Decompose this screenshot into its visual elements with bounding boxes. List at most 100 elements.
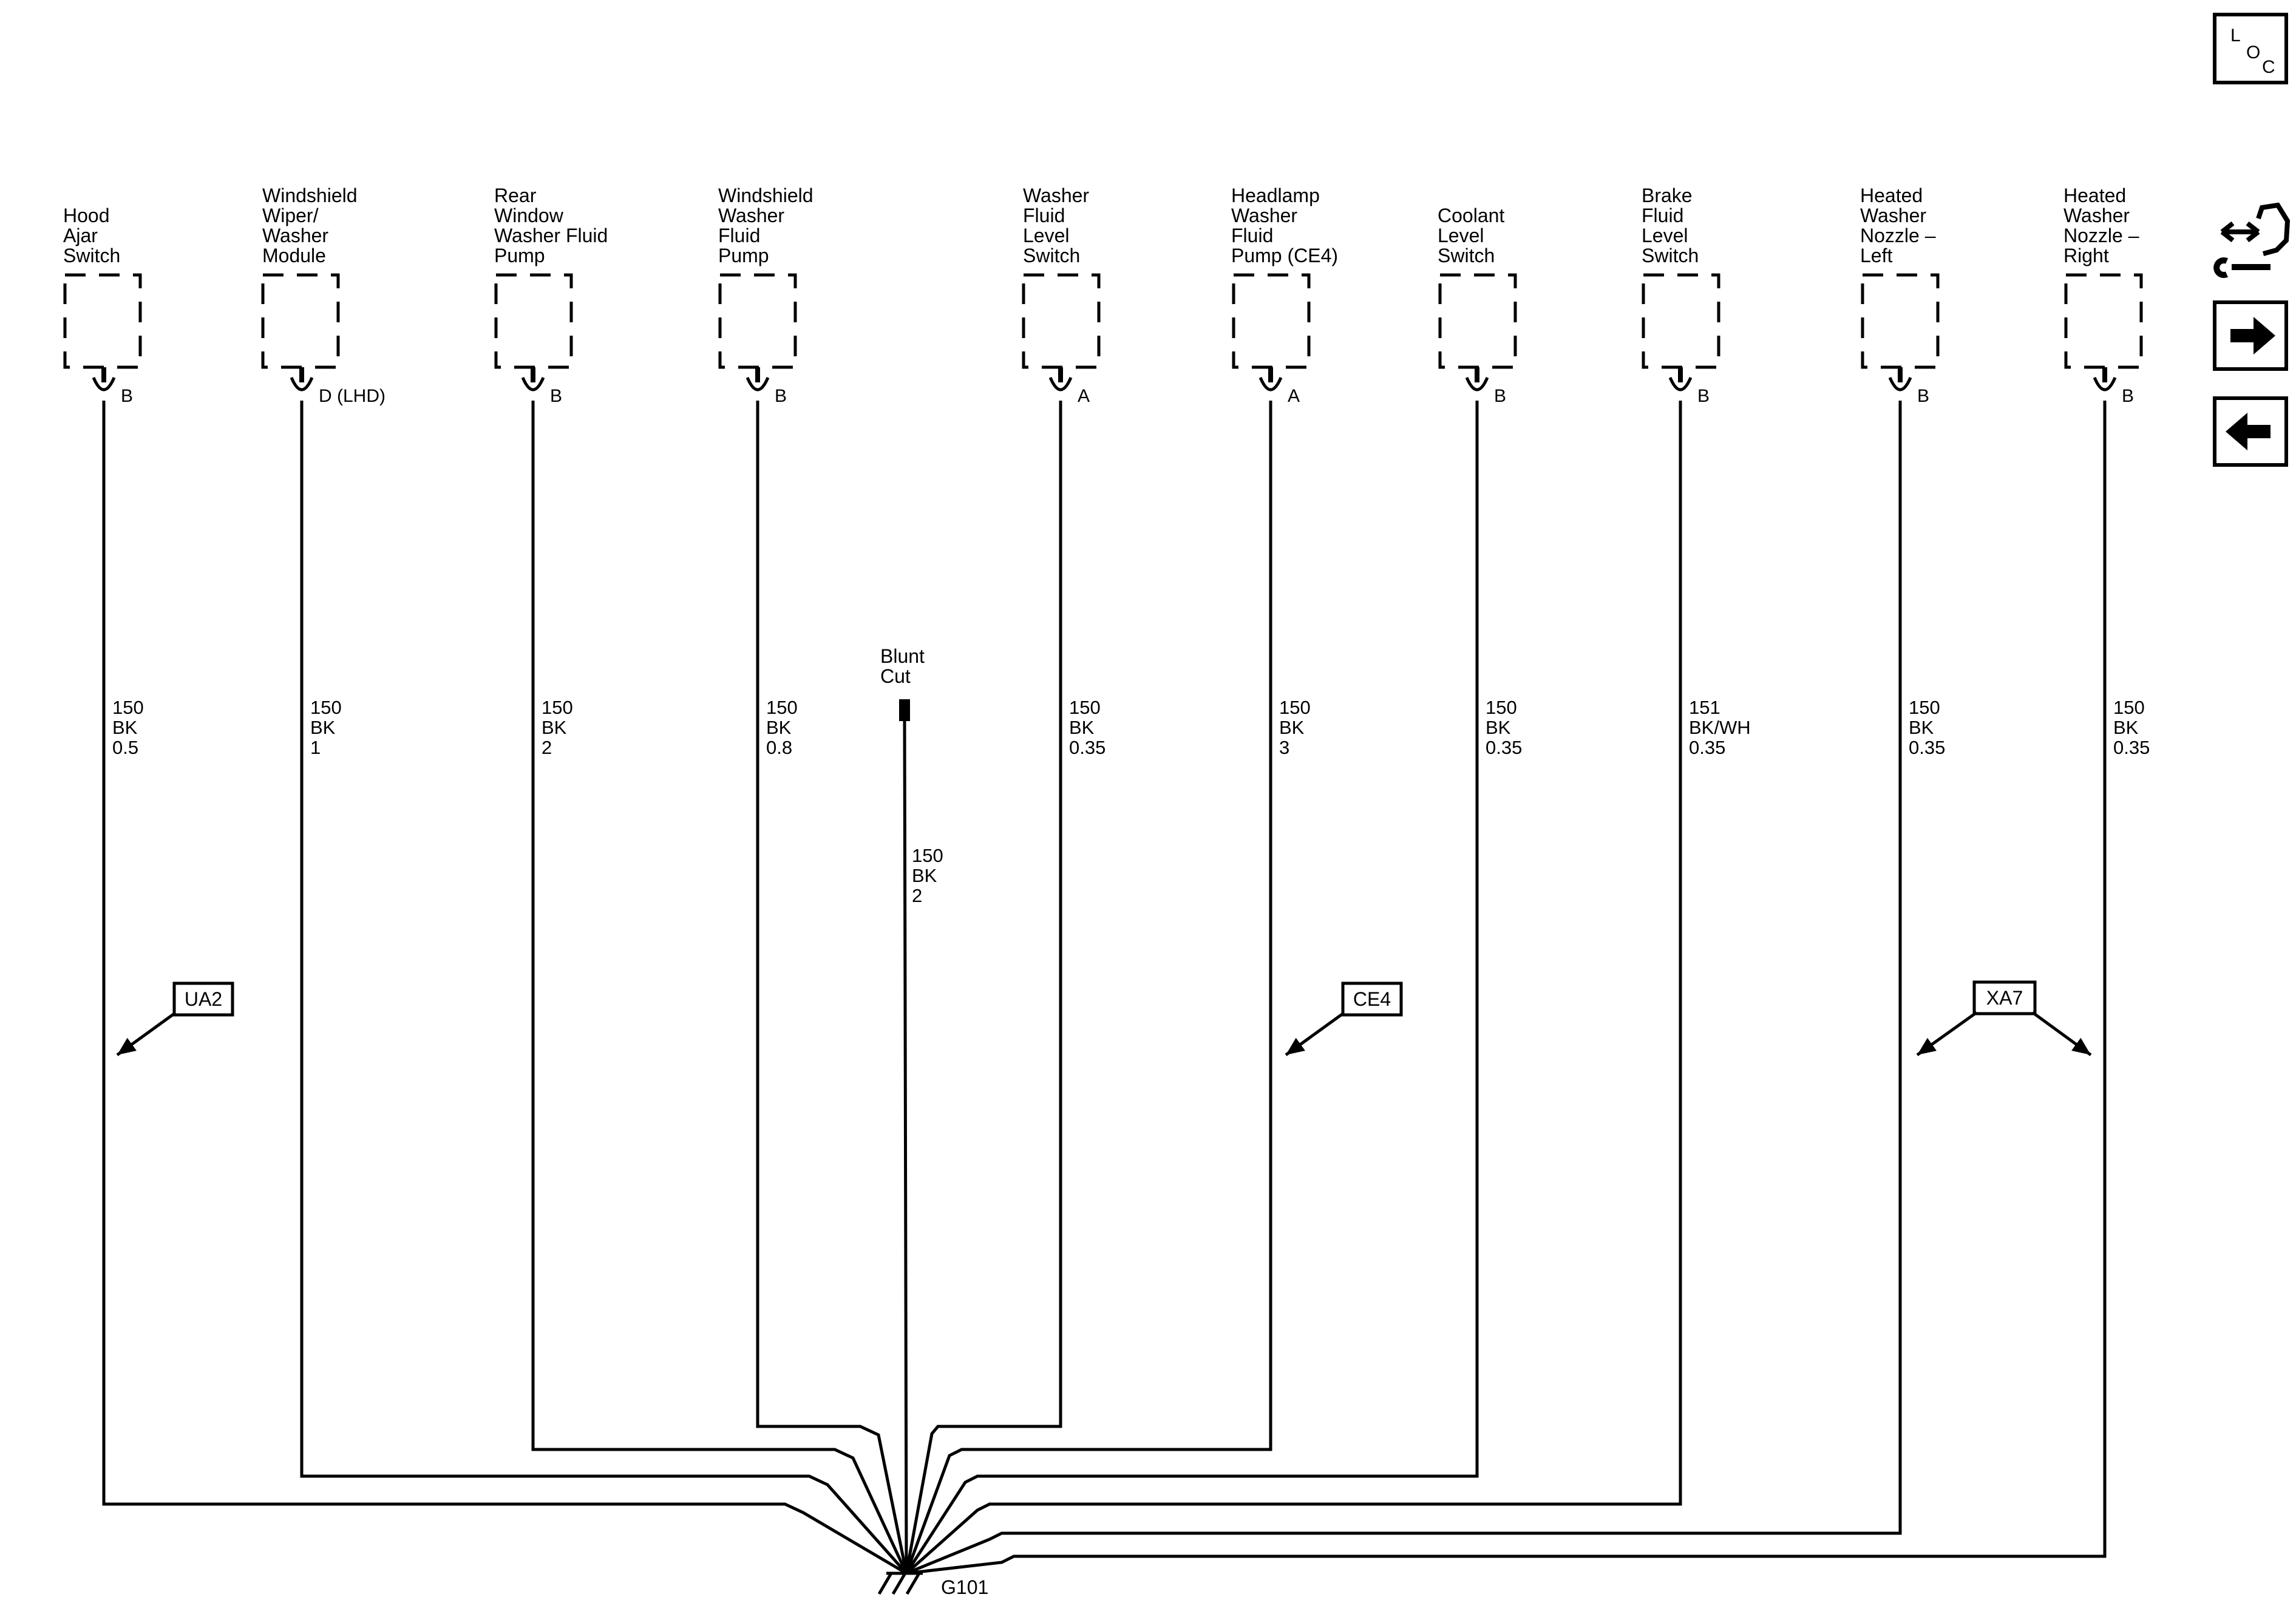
coolant-level-switch-wire bbox=[905, 401, 1479, 1575]
arrow-right-glyph bbox=[2230, 317, 2275, 354]
loc-button-frame bbox=[2213, 13, 2288, 84]
option-layer: UA2 CE4 XA7 bbox=[116, 980, 2092, 1057]
brake-fluid-level-switch-wire-label: BK/WH bbox=[1689, 717, 1751, 738]
heated-washer-nozzle-right-connector-cup bbox=[2093, 377, 2117, 392]
hood-ajar-switch-wire bbox=[102, 401, 908, 1575]
hood-ajar-switch-label-line: Hood bbox=[63, 205, 110, 226]
windshield-washer-fluid-pump-label-line: Washer bbox=[718, 205, 784, 226]
rear-window-washer-fluid-pump-label-line: Window bbox=[494, 205, 564, 226]
arrow-right-icon[interactable] bbox=[2213, 300, 2288, 371]
brake-fluid-level-switch-label-line: Switch bbox=[1642, 245, 1699, 266]
coolant-level-switch-connector-cup bbox=[1465, 377, 1489, 392]
loc-letter: L bbox=[2230, 25, 2241, 46]
washer-fluid-level-switch-box bbox=[1022, 273, 1101, 369]
coolant-level-switch-wire-label: BK bbox=[1486, 717, 1511, 738]
option-xa7: XA7 bbox=[1972, 980, 2037, 1015]
washer-fluid-level-switch-label-line: Washer bbox=[1023, 185, 1089, 206]
rear-window-washer-fluid-pump-connector-cup bbox=[521, 377, 545, 392]
ground-hatch bbox=[905, 1572, 921, 1595]
brake-fluid-level-switch-wire bbox=[905, 401, 1682, 1575]
windshield-washer-fluid-pump-wire-label: BK bbox=[766, 717, 792, 738]
rear-window-washer-fluid-pump-wire-label: 2 bbox=[542, 737, 552, 758]
heated-washer-nozzle-right-label-line: Heated bbox=[2063, 185, 2126, 206]
coolant-level-switch-box bbox=[1438, 273, 1517, 369]
connector-outline-glyph bbox=[2256, 202, 2291, 256]
headlamp-washer-fluid-pump-wire bbox=[905, 401, 1272, 1574]
brake-fluid-level-switch-wire-label: 151 bbox=[1689, 697, 1720, 718]
rear-window-washer-fluid-pump-label-line: Rear bbox=[494, 185, 537, 206]
windshield-washer-fluid-pump-label-line: Windshield bbox=[718, 185, 813, 206]
headlamp-washer-fluid-pump-label-line: Washer bbox=[1231, 205, 1297, 226]
blunt-cut-label: Blunt bbox=[880, 645, 925, 667]
windshield-wiper-washer-module-box bbox=[261, 273, 340, 369]
heated-washer-nozzle-right-label-line: Washer bbox=[2063, 205, 2130, 226]
rear-window-washer-fluid-pump-wire-label: BK bbox=[542, 717, 567, 738]
arrow-left-icon[interactable] bbox=[2213, 396, 2288, 467]
hood-ajar-switch-pin-label: B bbox=[121, 386, 133, 406]
ground-g101-label: G101 bbox=[941, 1576, 988, 1598]
heated-washer-nozzle-right-label-line: Right bbox=[2063, 245, 2109, 266]
heated-washer-nozzle-right-wire-label: 150 bbox=[2113, 697, 2145, 718]
hood-ajar-switch-label-line: Ajar bbox=[63, 225, 98, 246]
windshield-wiper-washer-module-label-line: Module bbox=[262, 245, 326, 266]
headlamp-washer-fluid-pump-wire-label: 3 bbox=[1279, 737, 1289, 758]
windshield-wiper-washer-module-wire bbox=[300, 401, 908, 1575]
washer-fluid-level-switch-label-line: Switch bbox=[1023, 245, 1080, 266]
option-xa7-box bbox=[1972, 980, 2037, 1015]
heated-washer-nozzle-right-wire bbox=[906, 401, 2107, 1575]
headlamp-washer-fluid-pump-wire-label: BK bbox=[1279, 717, 1305, 738]
windshield-wiper-washer-module-label-line: Wiper/ bbox=[262, 205, 319, 226]
location-icon[interactable]: LOC bbox=[2213, 13, 2288, 84]
coolant-level-switch-wire-label: 0.35 bbox=[1486, 737, 1522, 758]
heated-washer-nozzle-left-pin-label: B bbox=[1917, 386, 1929, 406]
windshield-washer-fluid-pump-wire-label: 150 bbox=[766, 697, 798, 718]
option-xa7-arrow-right-head bbox=[2071, 1037, 2091, 1055]
brake-fluid-level-switch-label-line: Fluid bbox=[1642, 205, 1683, 226]
washer-fluid-level-switch-wire bbox=[905, 401, 1062, 1574]
washer-fluid-level-switch-connector-cup bbox=[1048, 377, 1073, 392]
loc-letter: O bbox=[2246, 42, 2260, 63]
option-xa7-text: XA7 bbox=[1986, 987, 2023, 1009]
option-ce4-text: CE4 bbox=[1353, 988, 1391, 1010]
headlamp-washer-fluid-pump-label-line: Fluid bbox=[1231, 225, 1273, 246]
option-ce4-box bbox=[1341, 981, 1403, 1017]
loc-letter: C bbox=[2262, 57, 2275, 77]
windshield-wiper-washer-module-wire-label: BK bbox=[310, 717, 336, 738]
brake-fluid-level-switch-connector-cup bbox=[1668, 377, 1693, 392]
heated-washer-nozzle-right-pin-label: B bbox=[2122, 386, 2134, 406]
option-ua2-box bbox=[172, 981, 234, 1017]
double-arrow-glyph bbox=[2220, 221, 2260, 243]
option-ua2-text: UA2 bbox=[185, 988, 222, 1010]
option-xa7-arrow-left-head bbox=[1917, 1037, 1937, 1055]
brake-fluid-level-switch-pin-label: B bbox=[1697, 386, 1710, 406]
heated-washer-nozzle-left-wire-label: BK bbox=[1909, 717, 1934, 738]
heated-washer-nozzle-left-label-line: Left bbox=[1860, 245, 1892, 266]
brake-fluid-level-switch-label-line: Brake bbox=[1642, 185, 1693, 206]
rear-window-washer-fluid-pump-label-line: Washer Fluid bbox=[494, 225, 608, 246]
brake-fluid-level-switch-wire-label: 0.35 bbox=[1689, 737, 1725, 758]
coolant-level-switch-label-line: Coolant bbox=[1438, 205, 1504, 226]
blunt-cut-wire-label: BK bbox=[912, 865, 937, 886]
hood-ajar-switch-wire-label: 0.5 bbox=[112, 737, 138, 758]
windshield-wiper-washer-module-label-line: Windshield bbox=[262, 185, 358, 206]
rear-window-washer-fluid-pump-pin-label: B bbox=[550, 386, 562, 406]
windshield-washer-fluid-pump-wire bbox=[756, 401, 908, 1574]
rear-window-washer-fluid-pump-wire-label: 150 bbox=[542, 697, 573, 718]
washer-fluid-level-switch-label-line: Level bbox=[1023, 225, 1070, 246]
blunt-cut-wire bbox=[903, 720, 908, 1574]
connector-wrench-icon[interactable] bbox=[2213, 202, 2291, 278]
arrow-left-glyph bbox=[2226, 413, 2271, 450]
windshield-wiper-washer-module-wire-label: 1 bbox=[310, 737, 321, 758]
coolant-level-switch-label-line: Level bbox=[1438, 225, 1484, 246]
coolant-level-switch-pin-label: B bbox=[1494, 386, 1506, 406]
washer-fluid-level-switch-wire-label: 150 bbox=[1069, 697, 1101, 718]
wire-layer bbox=[102, 401, 2107, 1575]
brake-fluid-level-switch-label-line: Level bbox=[1642, 225, 1688, 246]
heated-washer-nozzle-left-wire-label: 0.35 bbox=[1909, 737, 1945, 758]
headlamp-washer-fluid-pump-pin-label: A bbox=[1288, 386, 1300, 406]
rear-window-washer-fluid-pump-wire bbox=[531, 401, 908, 1575]
blunt-cut-wire-label: 150 bbox=[912, 845, 943, 866]
hood-ajar-switch-label-line: Switch bbox=[63, 245, 120, 266]
component-layer bbox=[63, 273, 2143, 721]
